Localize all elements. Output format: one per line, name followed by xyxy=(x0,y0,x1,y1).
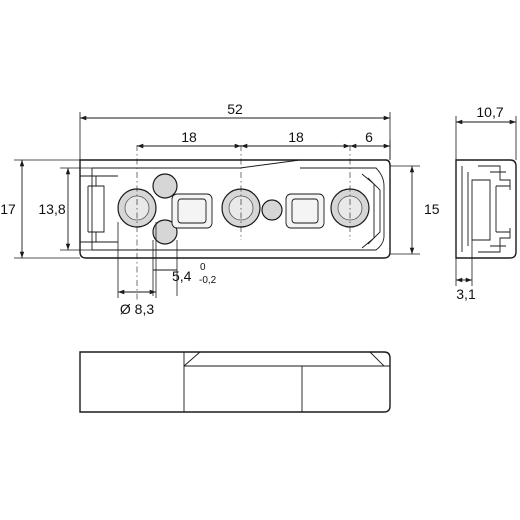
left-end-notch xyxy=(87,185,96,233)
dim-side-width: 10,7 xyxy=(455,104,517,160)
front-view xyxy=(79,351,391,413)
dim-hole-diameter-label: Ø 8,3 xyxy=(120,301,154,317)
side-view xyxy=(455,159,517,259)
front-view-chamfer xyxy=(183,351,385,367)
dim-inner-height-label: 13,8 xyxy=(38,201,65,217)
boss-mid xyxy=(261,199,283,221)
side-view-clip-bottom xyxy=(478,228,511,253)
side-view-outline xyxy=(455,159,517,259)
left-end-detail xyxy=(80,175,105,243)
dim-side-offset: 3,1 xyxy=(455,240,476,302)
top-view xyxy=(79,145,391,300)
dim-end-offset-label: 6 xyxy=(365,129,373,145)
dim-overall-length-label: 52 xyxy=(227,101,243,117)
dim-total-height-label: 17 xyxy=(0,201,16,217)
right-end-detail xyxy=(361,173,381,249)
dim-spacing: 18 18 6 xyxy=(137,129,391,160)
pocket-2-inner xyxy=(291,198,319,224)
front-view-segment xyxy=(184,351,303,412)
pocket-1-inner xyxy=(177,198,207,224)
dim-hole-diameter: Ø 8,3 xyxy=(117,222,157,317)
dim-side-offset-label: 3,1 xyxy=(456,286,476,302)
dim-slot-tol-upper: 0 xyxy=(200,262,206,273)
top-view-outline xyxy=(79,159,391,259)
dim-slot-tol-lower: -0,2 xyxy=(199,275,217,286)
top-view-inner-wall-lower xyxy=(91,168,118,250)
dim-overall-length: 52 xyxy=(79,101,391,160)
side-view-clip-mid xyxy=(495,185,510,233)
dim-right-height: 15 xyxy=(390,165,440,255)
side-view-clip-top xyxy=(478,165,511,190)
boss-upper xyxy=(152,173,178,199)
dim-inner-height: 13,8 xyxy=(38,167,92,251)
dim-side-width-label: 10,7 xyxy=(476,104,503,120)
dim-spacing-2-label: 18 xyxy=(288,129,304,145)
pocket-1 xyxy=(171,193,213,229)
dim-spacing-1-label: 18 xyxy=(181,129,197,145)
front-view-upper-band xyxy=(79,351,390,412)
dim-slot-width: 5,4 0 -0,2 xyxy=(152,240,217,296)
dim-slot-width-label: 5,4 xyxy=(172,268,192,284)
side-view-inner xyxy=(461,166,491,252)
boss-lower xyxy=(152,219,178,245)
dim-total-height: 17 xyxy=(0,159,80,259)
front-view-outline xyxy=(79,351,391,413)
top-view-inner-wall xyxy=(92,159,385,251)
dim-right-height-label: 15 xyxy=(424,201,440,217)
pocket-2 xyxy=(285,193,325,229)
